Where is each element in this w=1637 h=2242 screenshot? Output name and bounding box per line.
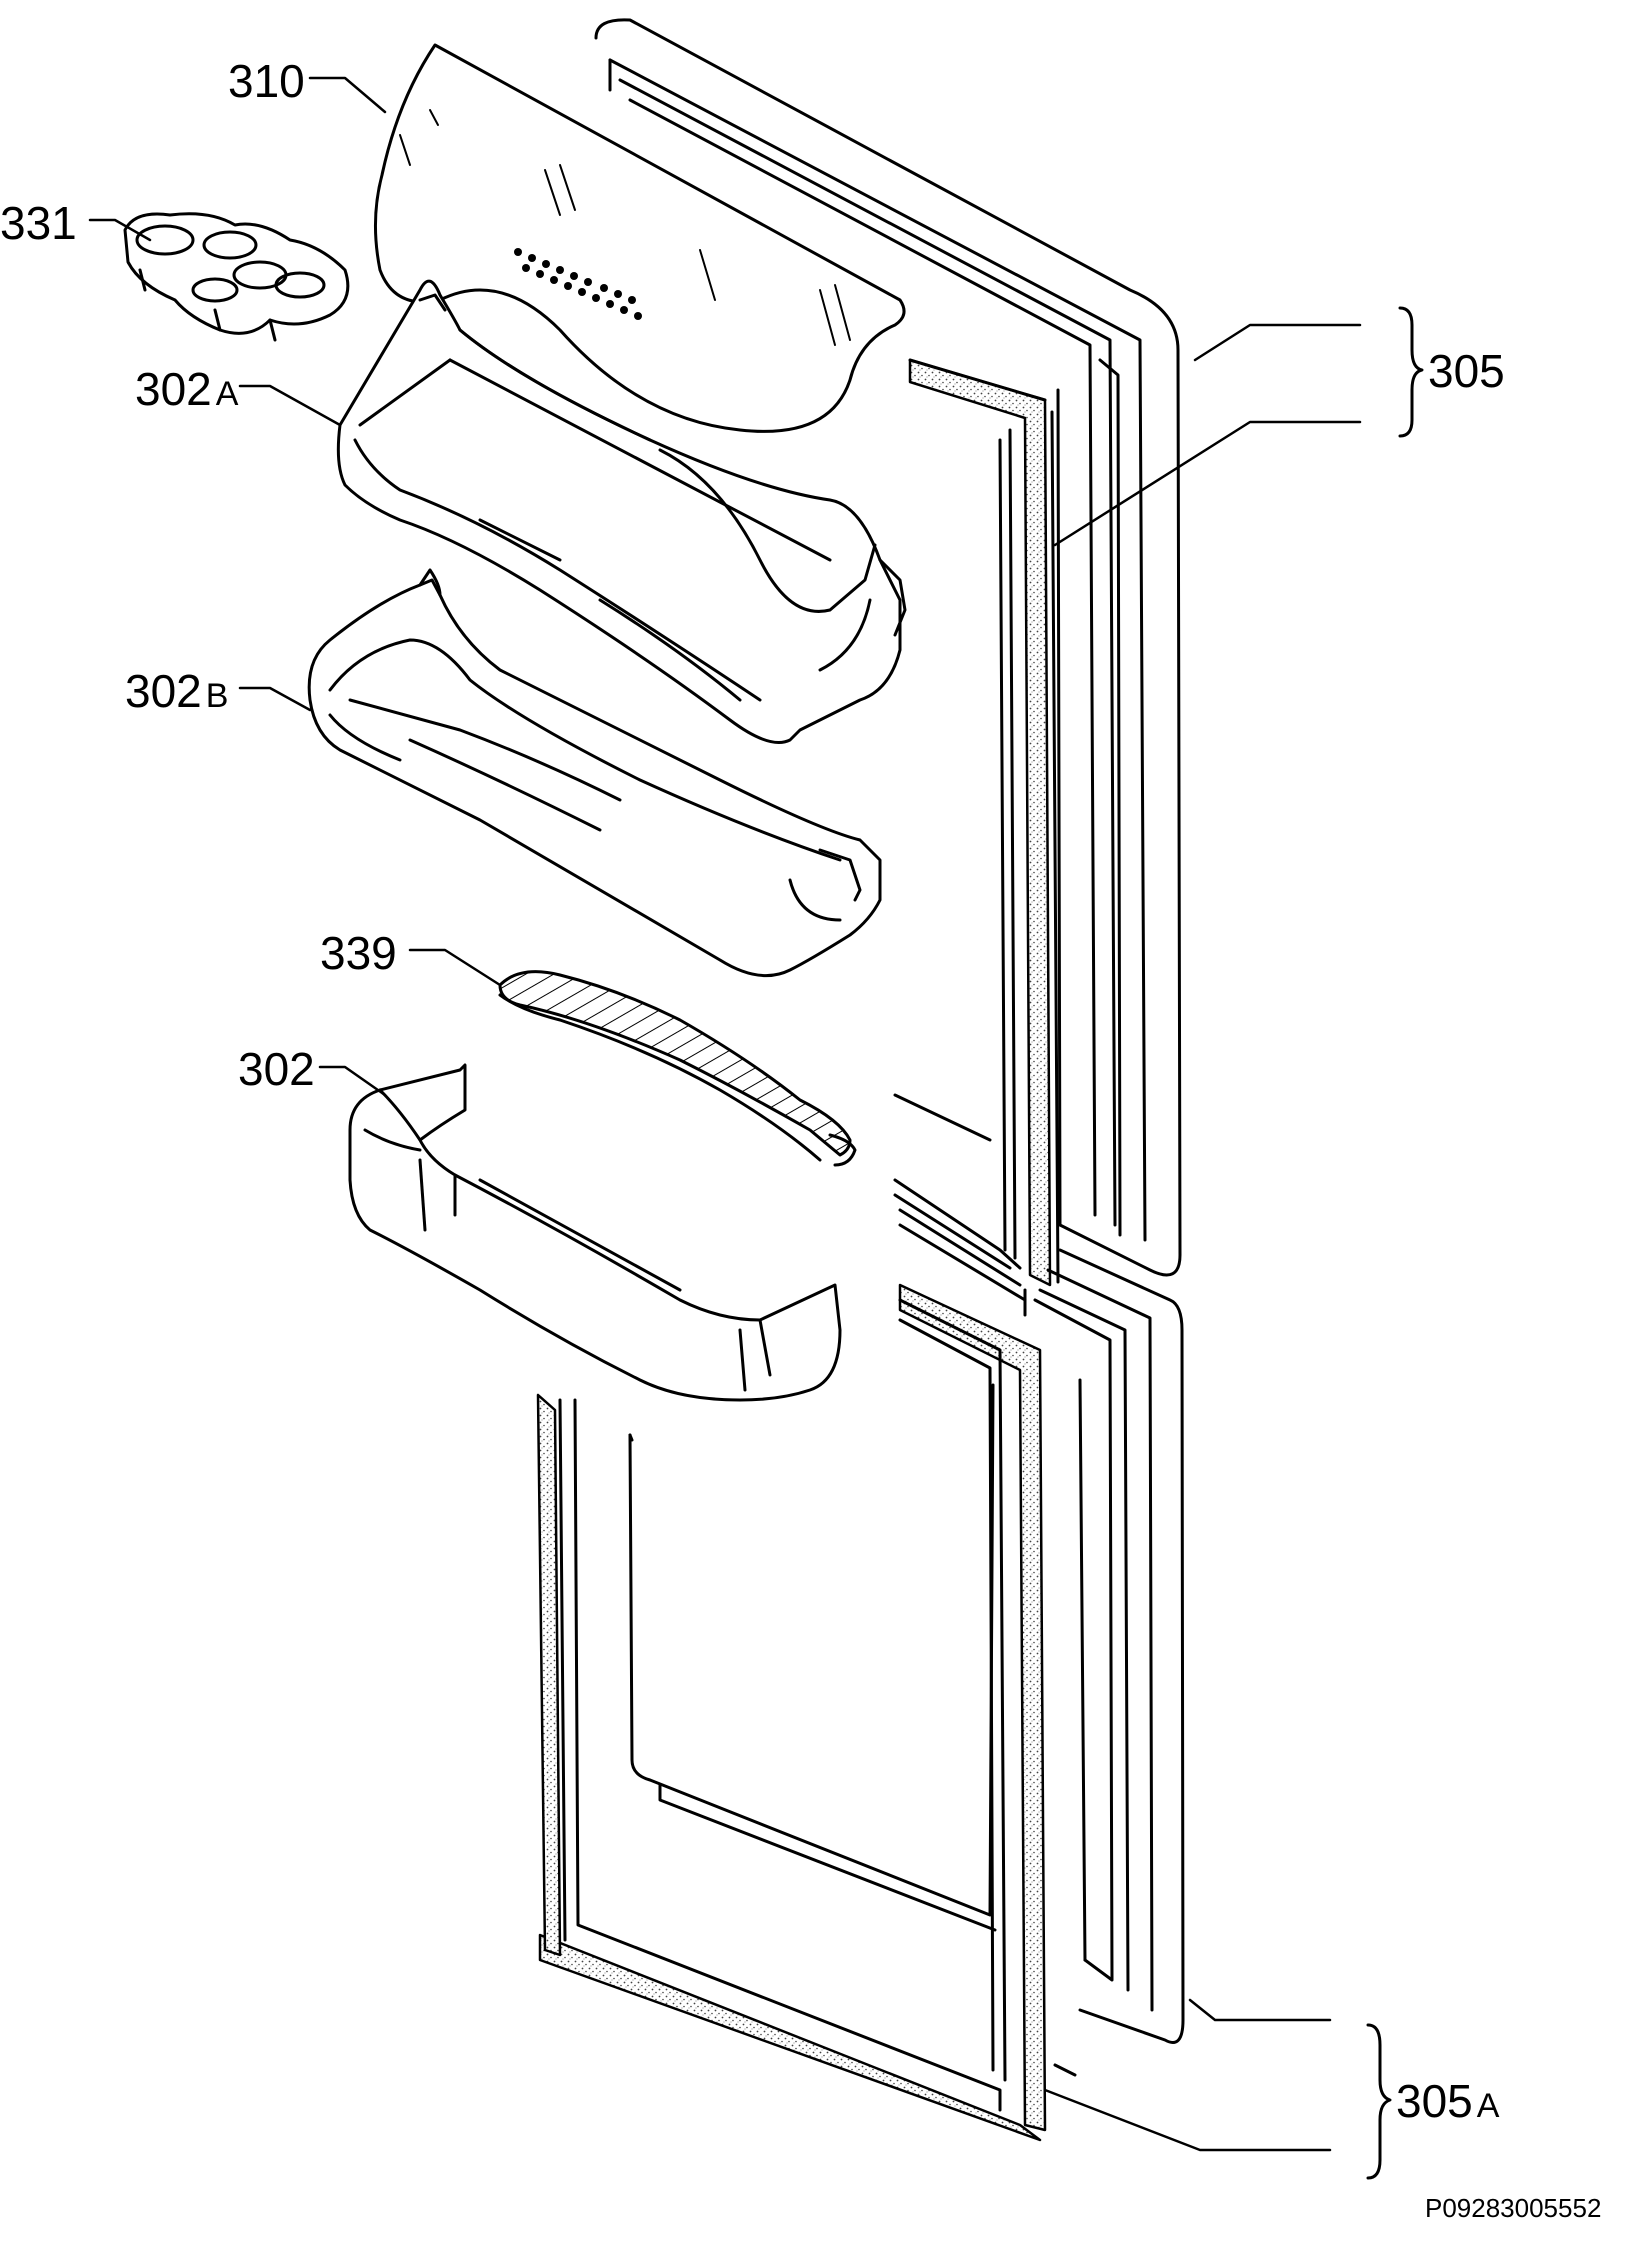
label-part-331-number: 331 bbox=[0, 197, 77, 249]
label-part-302: 302 bbox=[238, 1046, 315, 1092]
label-part-310-number: 310 bbox=[228, 55, 305, 107]
lower-door-gasket bbox=[536, 1283, 1077, 2142]
label-part-302b-suffix: B bbox=[205, 677, 229, 715]
label-part-310: 310 bbox=[228, 58, 305, 104]
label-part-305-number: 305 bbox=[1428, 345, 1505, 397]
part-302a-door-shelf bbox=[336, 279, 907, 744]
brace-305 bbox=[1398, 306, 1424, 438]
leader-lines bbox=[88, 76, 1362, 2152]
part-310-dairy-lid bbox=[374, 43, 906, 433]
part-339-bottle-retainer bbox=[498, 970, 857, 1167]
upper-door-gasket bbox=[893, 358, 1060, 1317]
part-302-door-shelf bbox=[348, 1063, 842, 1402]
label-part-302-number: 302 bbox=[238, 1043, 315, 1095]
label-part-339-number: 339 bbox=[320, 927, 397, 979]
label-part-331: 331 bbox=[0, 200, 77, 246]
label-part-302b-number: 302 bbox=[125, 665, 202, 717]
document-code: P09283005552 bbox=[1425, 2193, 1602, 2223]
part-331-egg-tray bbox=[123, 212, 350, 342]
part-302b-door-shelf bbox=[307, 568, 882, 978]
upper-door-panel bbox=[594, 18, 1182, 1277]
label-part-305: 305 bbox=[1428, 348, 1505, 394]
brace-305a bbox=[1366, 2023, 1392, 2180]
label-part-302a-suffix: A bbox=[215, 375, 239, 413]
label-part-302a-number: 302 bbox=[135, 363, 212, 415]
label-part-305a-number: 305 bbox=[1396, 2075, 1473, 2127]
label-part-305a-suffix: A bbox=[1476, 2087, 1500, 2125]
label-part-339: 339 bbox=[320, 930, 397, 976]
lower-door-panel bbox=[1033, 1248, 1185, 2044]
part-310-vent-holes bbox=[514, 248, 642, 320]
